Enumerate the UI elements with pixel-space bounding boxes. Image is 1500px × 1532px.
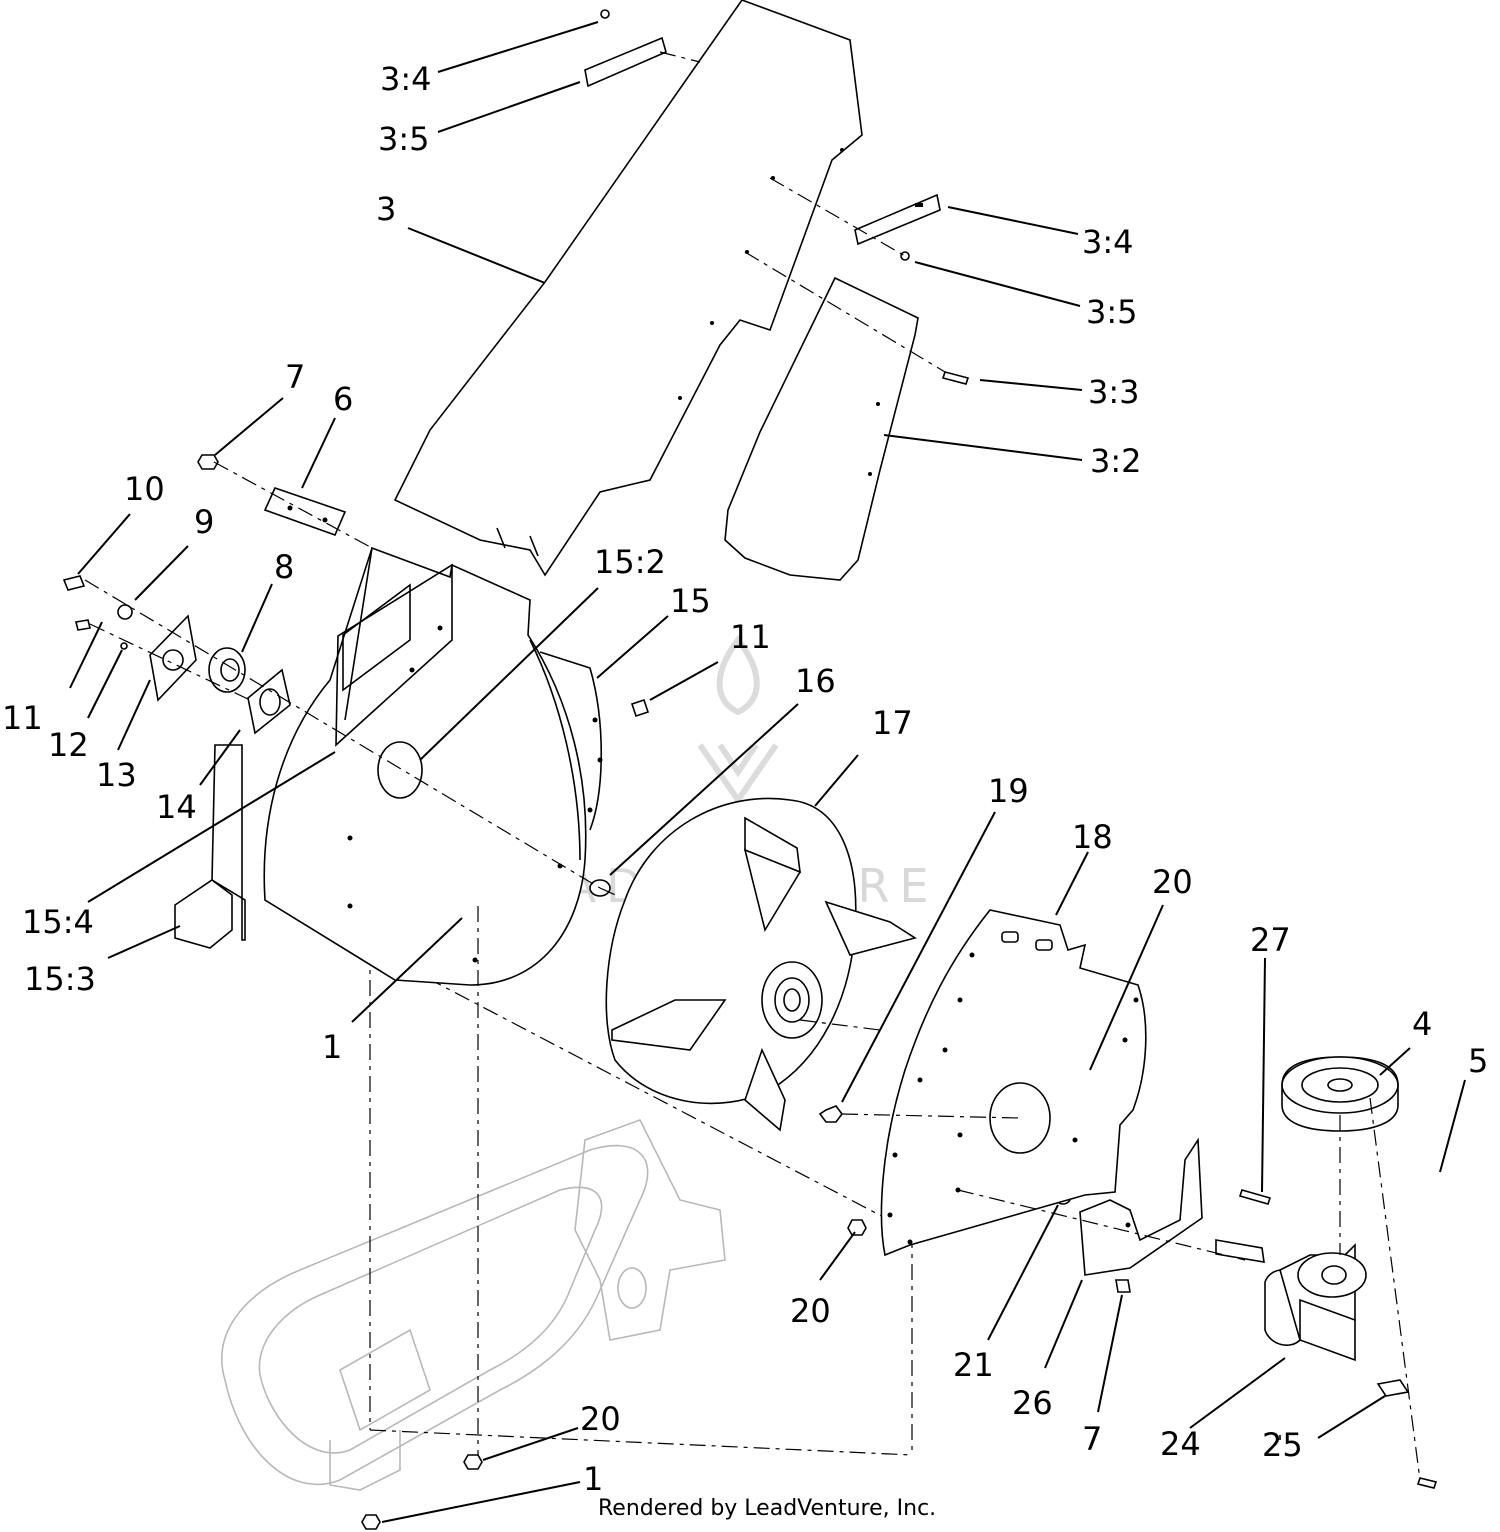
callout-20-mid: 20 (790, 1292, 831, 1330)
callout-15-3: 15:3 (24, 960, 96, 998)
callout-9: 9 (194, 503, 214, 541)
callout-3-4-top: 3:4 (380, 60, 432, 98)
mount-plane (369, 947, 913, 1456)
chute-plate-right (854, 193, 941, 246)
footer-credit: Rendered by LeadVenture, Inc. (598, 1496, 936, 1521)
callout-19: 19 (988, 772, 1029, 810)
gearbox (1215, 1239, 1367, 1362)
bearing-8 (208, 647, 246, 693)
chute-plate-top (584, 36, 667, 88)
callout-12: 12 (48, 726, 89, 764)
callout-20-right: 20 (1152, 863, 1193, 901)
callout-15-4: 15:4 (22, 903, 94, 941)
callouts: 3:4 3:5 3 3:4 3:5 3:3 3:2 7 6 10 9 8 15:… (2, 60, 1488, 1498)
callout-14: 14 (156, 788, 197, 826)
callout-3: 3 (376, 190, 396, 228)
callout-3-3: 3:3 (1088, 373, 1140, 411)
callout-13: 13 (96, 756, 137, 794)
callout-5: 5 (1468, 1042, 1488, 1080)
callout-26: 26 (1012, 1384, 1053, 1422)
callout-21: 21 (953, 1346, 994, 1384)
callout-24: 24 (1160, 1425, 1201, 1463)
bearing-flange-14 (247, 668, 291, 735)
callout-25: 25 (1262, 1426, 1303, 1464)
callout-15: 15 (670, 582, 711, 620)
callout-16: 16 (795, 662, 836, 700)
callout-11-left: 11 (2, 699, 43, 737)
callout-18: 18 (1072, 818, 1113, 856)
chute-deflector (724, 276, 919, 581)
callout-4: 4 (1412, 1005, 1432, 1043)
callout-15-2: 15:2 (594, 543, 666, 581)
callout-8: 8 (274, 548, 294, 586)
housing-back-plate (880, 909, 1147, 1257)
callout-20-bottom: 20 (580, 1400, 621, 1438)
housing-plate-15-3 (174, 744, 246, 949)
callout-1-mid: 1 (322, 1028, 342, 1066)
callout-3-5-top: 3:5 (378, 120, 430, 158)
callout-3-5-right: 3:5 (1086, 293, 1138, 331)
bearing-flange-13 (149, 614, 197, 702)
callout-1-bottom: 1 (583, 1460, 603, 1498)
assembly-lines (84, 51, 1421, 1481)
callout-11-right: 11 (730, 618, 771, 656)
callout-17: 17 (872, 704, 913, 742)
leader-lines (69, 21, 1466, 1523)
callout-3-2: 3:2 (1090, 442, 1142, 480)
pulley (1279, 1056, 1399, 1440)
discharge-chute (393, 0, 863, 577)
callout-10: 10 (124, 470, 165, 508)
gearbox-bracket-26 (1079, 1137, 1203, 1276)
impeller (605, 797, 917, 1132)
blower-housing (263, 546, 603, 986)
callout-7-top: 7 (285, 358, 305, 396)
callout-27: 27 (1250, 921, 1291, 959)
callout-3-4-right: 3:4 (1082, 223, 1134, 261)
frame-ghost (221, 1119, 726, 1491)
callout-7-bottom: 7 (1082, 1420, 1102, 1458)
callout-6: 6 (333, 380, 353, 418)
watermark-flame-icon (697, 635, 779, 806)
